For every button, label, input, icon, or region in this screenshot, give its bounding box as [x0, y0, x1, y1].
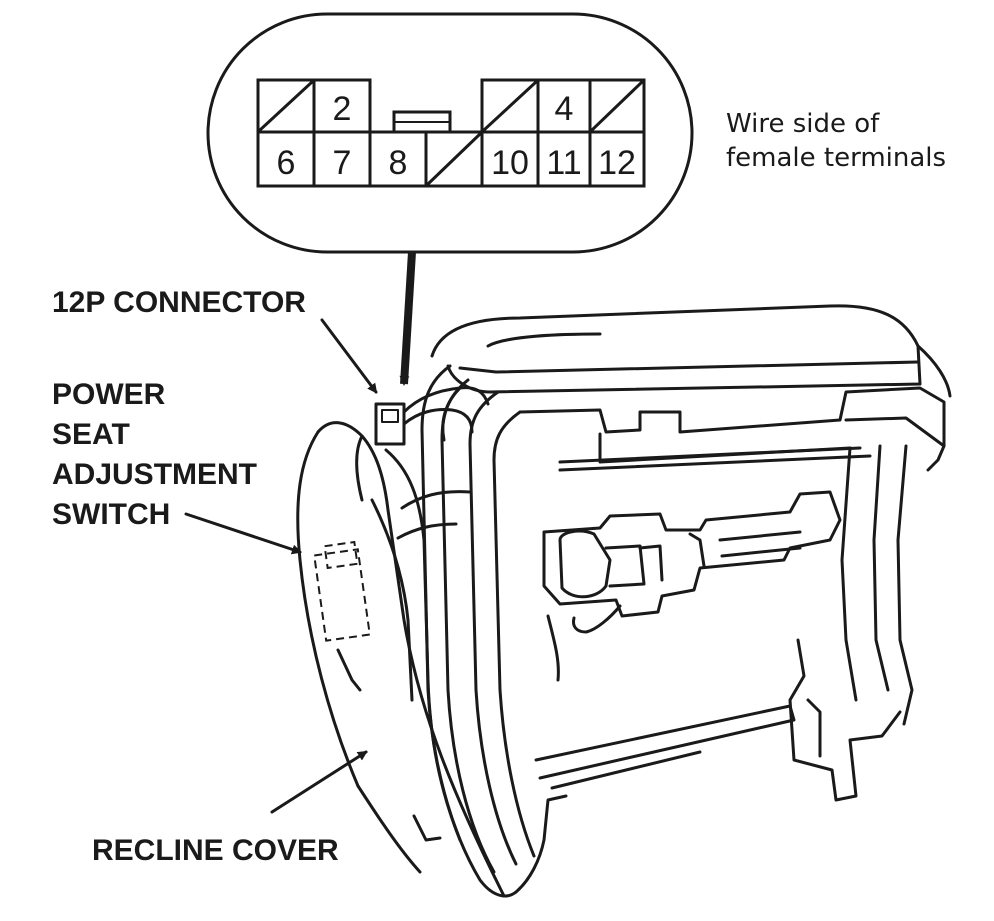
bubble-to-connector-arrow	[399, 251, 416, 386]
label-power-seat-switch-line-4: SWITCH	[52, 498, 170, 531]
terminal-cell-blank-5-slash	[590, 80, 644, 132]
terminal-cell-blank-4-slash	[482, 80, 538, 132]
terminal-cell-blank-3-slash	[426, 132, 482, 186]
seat-frame-lower-rail	[534, 704, 796, 780]
seat-back-illustration	[296, 304, 952, 898]
recline-mechanism	[542, 490, 842, 618]
terminal-number-11: 11	[546, 144, 581, 182]
connector-label-arrow	[320, 318, 378, 394]
12p-connector	[374, 386, 490, 446]
recline-cover-arrow	[270, 750, 368, 814]
label-recline-cover: RECLINE COVER	[92, 834, 339, 867]
label-power-seat-switch-line-3: ADJUSTMENT	[52, 458, 257, 491]
recline-cover-shell	[316, 421, 506, 898]
terminal-cell-blank-1-slash	[258, 80, 314, 132]
connector-right-block: 4 10 11 12	[480, 78, 646, 188]
terminal-number-6: 6	[277, 144, 296, 182]
terminal-number-8: 8	[389, 144, 408, 182]
seat-frame-right-bracket	[788, 638, 902, 802]
terminal-cell-2	[312, 78, 372, 134]
label-12p-connector: 12P CONNECTOR	[52, 286, 306, 319]
seat-top-bar	[430, 304, 922, 394]
seat-side-cushion	[384, 448, 462, 842]
label-power-seat-switch-line-2: SEAT	[52, 418, 130, 451]
label-power-seat-switch-line-1: POWER	[52, 378, 166, 411]
terminal-view-bubble	[206, 12, 694, 254]
leader-arrows	[184, 251, 416, 814]
seat-frame-upper-rail	[518, 386, 946, 448]
terminal-number-12: 12	[598, 144, 636, 182]
power-seat-adjustment-switch	[313, 540, 371, 642]
seat-frame-right-upright	[840, 446, 858, 702]
connector-terminal-view: 2 6 7 8 4 10 11	[206, 12, 694, 254]
terminal-number-4: 4	[555, 90, 574, 128]
switch-label-arrow	[184, 512, 302, 555]
terminal-view-note-line-2: female terminals	[726, 143, 946, 173]
terminal-view-note-line-1: Wire side of	[726, 109, 880, 139]
terminal-cell-6	[256, 130, 316, 188]
terminal-number-10: 10	[491, 144, 529, 182]
terminal-cell-12	[588, 130, 646, 188]
terminal-cell-10	[480, 130, 540, 188]
terminal-number-2: 2	[333, 90, 352, 128]
terminal-number-7: 7	[333, 144, 352, 182]
connector-lock-tab	[392, 110, 452, 134]
